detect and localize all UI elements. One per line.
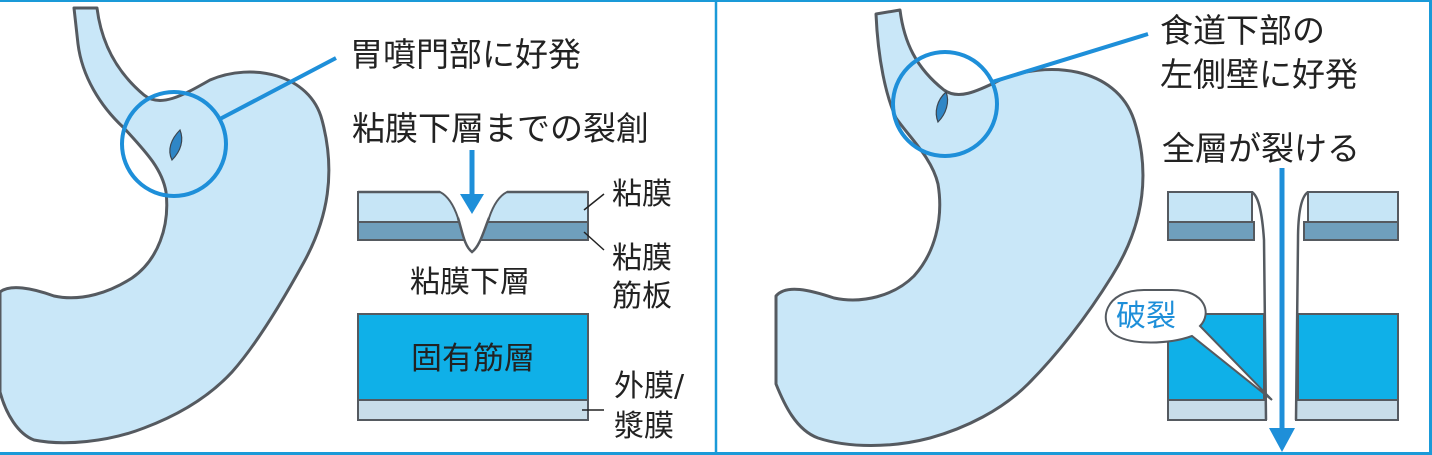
left-serosa-label-2: 漿膜 (614, 409, 674, 444)
left-muscularis-propria (357, 313, 589, 401)
left-serosa (357, 399, 589, 421)
left-notch (456, 217, 491, 254)
stomach-right (774, 8, 1145, 447)
right-depth-title: 全層が裂ける (1162, 129, 1360, 168)
left-depth-title: 粘膜下層までの裂創 (352, 109, 649, 148)
right-layer-stack (1167, 190, 1399, 421)
esophagus-callout-line (991, 32, 1149, 84)
left-mucosa-right (484, 191, 589, 223)
left-muscle-label: 固有筋層 (411, 341, 535, 377)
rupture-label: 破裂 (1116, 299, 1176, 334)
left-mm-label-2: 筋板 (612, 279, 672, 314)
cardia-callout-circle (120, 90, 228, 198)
rupture-bubble (1104, 289, 1273, 401)
left-mucosa (357, 191, 463, 223)
left-submucosa-label: 粘膜下層 (410, 265, 530, 300)
right-site-label-1: 食道下部の (1160, 11, 1325, 50)
mucosa-leader (583, 193, 605, 211)
rupture-callout: 破裂 (1104, 289, 1273, 401)
stomach-left (0, 6, 331, 445)
down-arrow-icon (1269, 168, 1295, 452)
right-mm-l (1167, 221, 1255, 241)
left-layer-stack: 固有筋層 (357, 190, 589, 421)
right-serosa-l (1167, 399, 1267, 421)
tear-icon (935, 90, 949, 124)
right-mm-r (1303, 221, 1399, 241)
left-serosa-label-1: 外膜/ (614, 369, 685, 404)
right-mucosa-r (1307, 191, 1399, 223)
left-mm-label-1: 粘膜 (612, 241, 672, 276)
esophagus-callout-circle (891, 50, 999, 158)
left-panel: 胃噴門部に好発 粘膜下層までの裂創 固有筋層 粘膜 粘膜 (0, 6, 685, 445)
right-panel: 食道下部の 左側壁に好発 全層が裂ける 破裂 (774, 8, 1399, 452)
tear-icon (169, 128, 183, 162)
right-serosa-r (1295, 399, 1399, 421)
right-muscle-r (1297, 313, 1399, 401)
cardia-callout-line (217, 56, 337, 122)
right-tear-edge-r (1294, 190, 1309, 421)
left-mucosa-label: 粘膜 (612, 177, 672, 212)
right-tear-edge-l (1251, 190, 1268, 421)
left-site-label: 胃噴門部に好発 (350, 35, 581, 74)
down-arrow-icon (460, 150, 484, 214)
right-mucosa-l (1167, 191, 1253, 223)
muscularis-mucosae-leader (583, 231, 605, 251)
right-site-label-2: 左側壁に好発 (1160, 55, 1358, 94)
